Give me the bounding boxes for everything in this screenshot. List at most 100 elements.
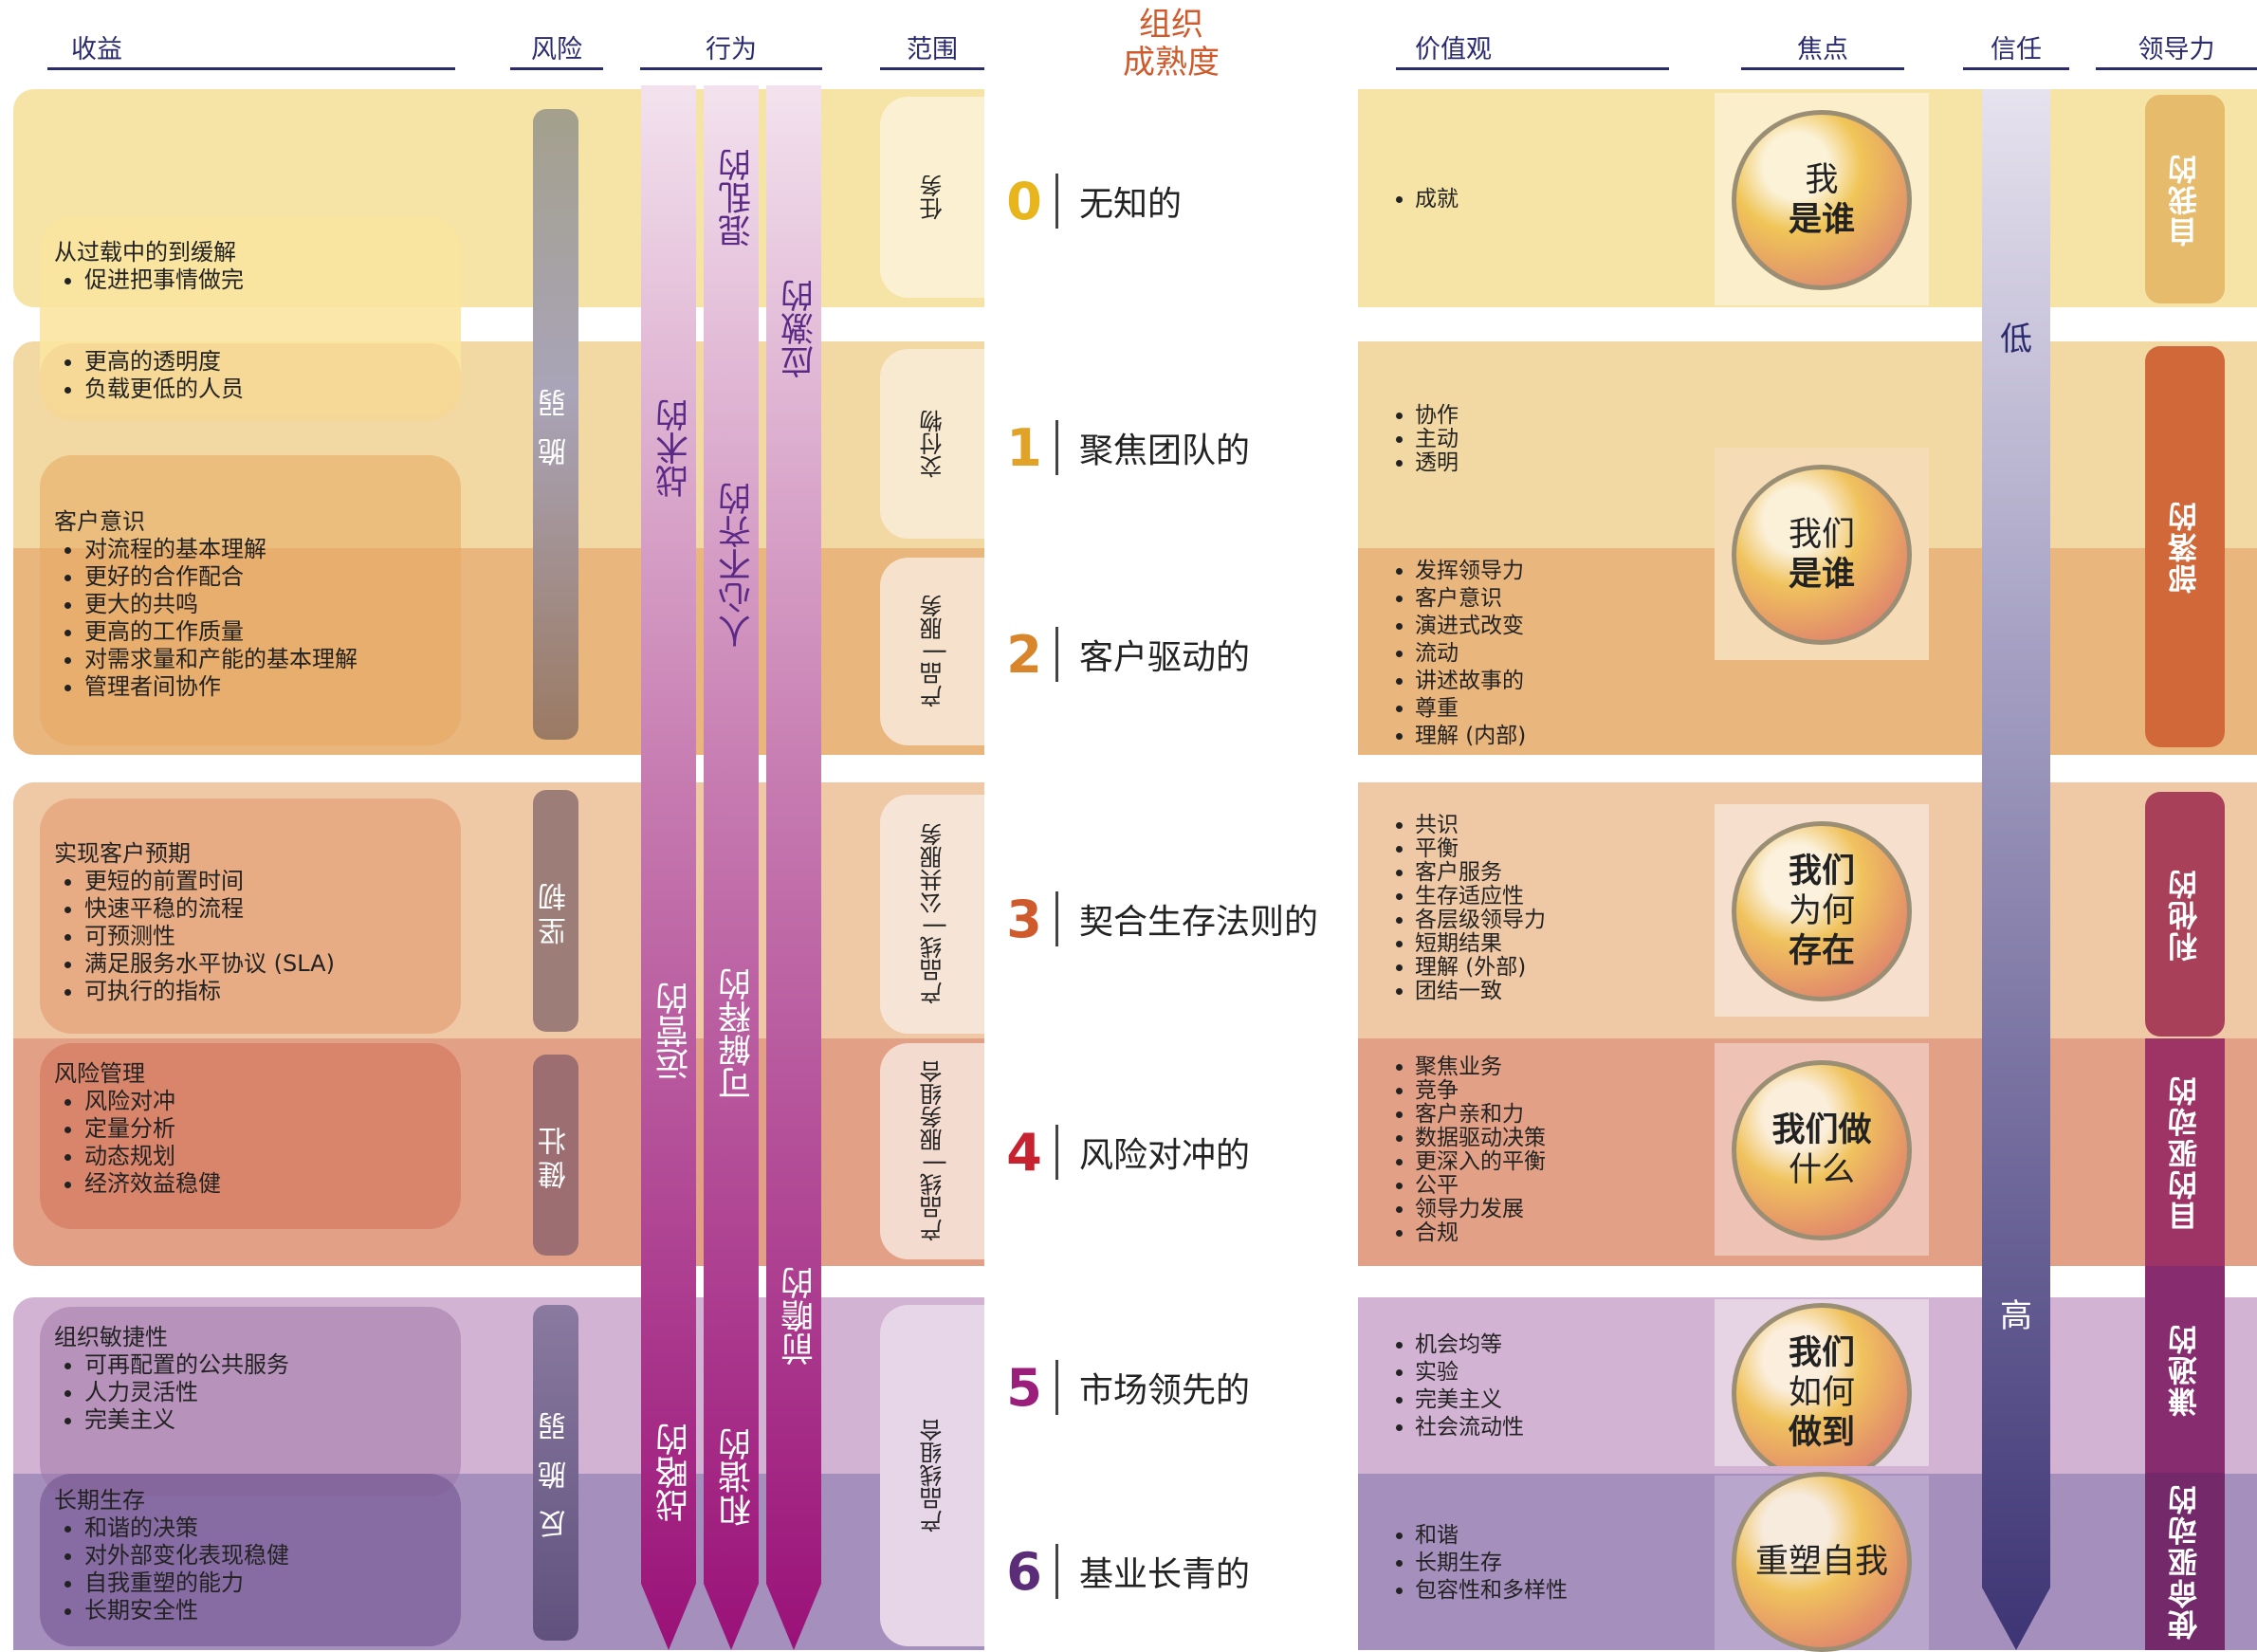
benefit-text-5: 组织敏捷性 可再配置的公共服务 人力灵活性 完美主义 — [54, 1324, 289, 1434]
value-item: 长期生存 — [1415, 1550, 1568, 1577]
maturity-column — [984, 83, 1358, 1650]
benefit-text-6: 长期生存 和谐的决策 对外部变化表现稳健 自我重塑的能力 长期安全性 — [54, 1487, 289, 1624]
value-item: 客户服务 — [1415, 861, 1546, 885]
level-number: 3 — [1006, 889, 1042, 949]
benefit-item: 对需求量和产能的基本理解 — [84, 646, 358, 673]
value-item: 共识 — [1415, 814, 1546, 837]
level-number: 4 — [1006, 1122, 1042, 1183]
benefit-item: 人力灵活性 — [84, 1379, 289, 1406]
leadership-self: 自我的 — [2145, 95, 2225, 303]
scope-product-line-combination: 产品线组合 — [880, 1305, 984, 1646]
focus-why-exist: 我们为何存在 — [1715, 804, 1929, 1017]
behavior-arrows — [641, 85, 821, 1650]
benefit-item: 对流程的基本理解 — [84, 536, 358, 563]
benefit-item: 长期安全性 — [84, 1597, 289, 1624]
focus-circle-icon: 我们是谁 — [1732, 465, 1912, 645]
value-item: 流动 — [1415, 640, 1526, 668]
value-item: 客户意识 — [1415, 585, 1526, 613]
scope-product-line-shared: 产品线 | 公共服务 — [880, 795, 984, 1034]
risk-resilient: 坚韧 — [533, 790, 578, 1032]
value-item: 包容性和多样性 — [1415, 1577, 1568, 1605]
header-maturity: 组织 成熟度 — [1081, 6, 1261, 82]
benefit-item: 更大的共鸣 — [84, 591, 358, 618]
focus-line: 我们 — [1788, 516, 1855, 554]
benefit-title: 长期生存 — [54, 1487, 145, 1514]
behavior-arrow-1 — [641, 85, 696, 1650]
benefit-box-5 — [40, 1307, 461, 1496]
benefit-item: 更好的合作配合 — [84, 563, 358, 591]
focus-line: 存在 — [1788, 932, 1855, 970]
values-level-5: 机会均等 实验 完美主义 社会流动性 — [1392, 1331, 1524, 1441]
level-label: 聚焦团队的 — [1079, 431, 1251, 470]
trust-high: 高 — [2000, 1297, 2032, 1335]
benefit-text-2: 客户意识 对流程的基本理解 更好的合作配合 更大的共鸣 更高的工作质量 对需求量… — [54, 508, 358, 701]
value-item: 透明 — [1415, 451, 1459, 475]
values-level-2: 发挥领导力 客户意识 演进式改变 流动 讲述故事的 尊重 理解 (内部) — [1392, 558, 1526, 750]
benefit-item: 动态规划 — [84, 1143, 221, 1170]
maturity-level-1: 1 聚焦团队的 — [1000, 414, 1250, 481]
value-item: 短期结果 — [1415, 932, 1546, 956]
value-item: 竞争 — [1415, 1079, 1546, 1103]
focus-who-are-we: 我们是谁 — [1715, 448, 1929, 660]
risk-fragile: 脆 弱 — [533, 109, 578, 740]
value-item: 更深入的平衡 — [1415, 1150, 1546, 1174]
benefit-item: 负载更低的人员 — [84, 376, 244, 403]
trust-low: 低 — [2000, 321, 2032, 358]
benefit-box-4 — [40, 1043, 461, 1229]
benefit-title: 组织敏捷性 — [54, 1324, 168, 1350]
behavior-tactical: 战术的 — [656, 398, 694, 498]
header-focus: 焦点 — [1741, 28, 1904, 70]
level-label: 市场领先的 — [1079, 1371, 1251, 1410]
benefit-item: 快速平稳的流程 — [84, 895, 335, 923]
benefit-item: 定量分析 — [84, 1115, 221, 1143]
value-item: 平衡 — [1415, 837, 1546, 861]
scope-product-service: 产品 | 服务 — [880, 558, 984, 745]
level-label: 风险对冲的 — [1079, 1136, 1251, 1175]
focus-circle-icon: 我们如何做到 — [1732, 1303, 1912, 1466]
value-item: 完美主义 — [1415, 1386, 1524, 1414]
focus-line: 是谁 — [1788, 201, 1855, 239]
value-item: 讲述故事的 — [1415, 668, 1526, 695]
benefit-item: 促进把事情做完 — [84, 266, 244, 294]
level-number: 6 — [1006, 1541, 1042, 1602]
risk-antifragile: 反 脆 弱 — [533, 1305, 578, 1641]
header-benefits: 收益 — [47, 28, 455, 70]
level-number: 1 — [1006, 417, 1042, 478]
value-item: 协作 — [1415, 404, 1459, 428]
leadership-tribal: 部落的 — [2145, 346, 2225, 747]
focus-line: 做到 — [1788, 1414, 1855, 1452]
benefit-item: 对外部变化表现稳健 — [84, 1542, 289, 1569]
focus-line: 我们做 — [1771, 1111, 1872, 1149]
behavior-chaotic: 混乱的 — [719, 148, 757, 248]
behavior-operational: 运营的 — [656, 982, 694, 1081]
header-scope: 范围 — [880, 28, 984, 70]
benefit-item: 管理者间协作 — [84, 673, 358, 701]
maturity-line1: 组织 — [1139, 6, 1203, 44]
benefit-box-6 — [40, 1474, 461, 1646]
header-behavior: 行为 — [640, 28, 822, 70]
behavior-proactive: 前瞻的 — [781, 1266, 819, 1366]
focus-line: 我们 — [1788, 1334, 1855, 1372]
value-item: 生存适应性 — [1415, 885, 1546, 909]
value-item: 机会均等 — [1415, 1331, 1524, 1359]
benefit-text-0: 从过载中的到缓解 促进把事情做完 — [54, 239, 244, 294]
behavior-reactive: 应激的 — [781, 279, 819, 378]
focus-line: 我 — [1805, 161, 1839, 199]
value-item: 团结一致 — [1415, 980, 1546, 1003]
behavior-arrow-2 — [704, 85, 759, 1650]
level-number: 5 — [1006, 1357, 1042, 1418]
focus-circle-icon: 我是谁 — [1732, 110, 1912, 290]
benefit-item: 自我重塑的能力 — [84, 1569, 289, 1597]
header-risk: 风险 — [510, 28, 603, 70]
scope-product-line-portfolio: 产品线 | 服务组合 — [880, 1043, 984, 1259]
benefit-text-3: 实现客户预期 更短的前置时间 快速平稳的流程 可预测性 满足服务水平协议 (SL… — [54, 840, 335, 1005]
benefit-item: 可执行的指标 — [84, 978, 335, 1005]
behavior-harmonious: 和谐的 — [719, 1427, 757, 1527]
leadership-purpose-driven: 目的驱动的 — [2145, 1038, 2225, 1266]
leadership-mission-driven: 使命驱动的 — [2145, 1473, 2225, 1650]
scope-deliverable: 交付物 — [880, 349, 984, 539]
focus-circle-icon: 重塑自我 — [1732, 1472, 1912, 1652]
